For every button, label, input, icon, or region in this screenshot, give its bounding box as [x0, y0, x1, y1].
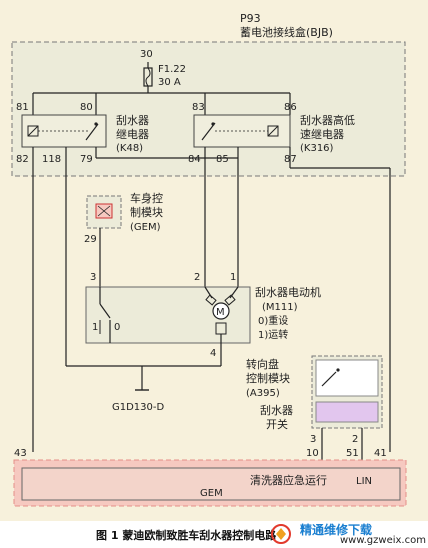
motor-brush-left: [205, 294, 217, 306]
motor-m-label: M: [216, 307, 225, 318]
motor-switch-pos0: 0: [114, 322, 120, 333]
k316-coil-icon: [267, 125, 279, 137]
a395-code: (A395): [246, 388, 280, 399]
bjb-name: 蓄电池接线盒(BJB): [240, 25, 333, 39]
ground-label: G1D130-D: [112, 402, 165, 413]
gem-bottom-lin: LIN: [356, 476, 372, 487]
k48-contact: [85, 123, 99, 141]
k316-code: (K316): [300, 143, 334, 154]
gem-module-name: 车身控: [130, 191, 163, 205]
k48-contact-dot: [94, 122, 98, 126]
a395-pin-3: 3: [310, 434, 316, 445]
motor-pin-2: 2: [194, 272, 200, 283]
wiper-switch-icon: [315, 401, 379, 423]
motor-m-symbol: [212, 302, 230, 320]
k48-name: 刮水器: [116, 113, 149, 127]
fuse-name: F1.22: [158, 64, 186, 75]
k48-pin-79: 79: [80, 154, 93, 165]
k316-body: [193, 114, 291, 148]
fuse-top-pin: 30: [140, 49, 153, 60]
gem-module-code: (GEM): [130, 222, 161, 233]
wiper-switch-name2: 开关: [266, 417, 288, 431]
motor-pin-4: 4: [210, 348, 216, 359]
k316-pin-84: 84: [188, 154, 201, 165]
fuse-element: [145, 67, 151, 87]
k48-pin-118: 118: [42, 154, 61, 165]
gem-module-icon-x2: [97, 205, 111, 217]
gem-pin-51: 51: [346, 448, 359, 459]
a395-module-switch-arm: [321, 371, 337, 387]
k316-coil-slash: [267, 125, 279, 137]
motor-brush-right: [224, 294, 236, 306]
k316-name: 刮水器高低: [300, 113, 355, 127]
a395-name2: 控制模块: [246, 371, 290, 385]
gem-module-name2: 制模块: [130, 206, 163, 219]
k316-pin-86: 86: [284, 102, 297, 113]
a395-name: 转向盘: [246, 357, 279, 371]
wiper-switch-name: 刮水器: [260, 403, 293, 417]
figure-caption-bar: 图 1 蒙迪欧制致胜车刮水器控制电路 精通维修下载 www.gzweix.com: [0, 521, 428, 548]
k48-name2: 继电器: [116, 128, 149, 141]
k316-pin-85: 85: [216, 154, 229, 165]
watermark-logo-icon: [271, 524, 291, 544]
gem-pin-41: 41: [374, 448, 387, 459]
gem-pin-43: 43: [14, 448, 27, 459]
k316-name2: 速继电器: [300, 128, 344, 141]
motor-name: 刮水器电动机: [255, 285, 321, 299]
k48-pin-80: 80: [80, 102, 93, 113]
k48-pin-82: 82: [16, 154, 29, 165]
wiring-diagram: P93 蓄电池接线盒(BJB) 30 F1.22 30 A 81 80 82 1…: [11, 12, 407, 507]
motor-switch-pos1: 1: [92, 322, 98, 333]
a395-pin-2: 2: [352, 434, 358, 445]
fuse-rating: 30 A: [158, 77, 181, 88]
gem-module-pin: 29: [84, 234, 97, 245]
gem-bottom-name: GEM: [200, 488, 223, 499]
watermark-title: 精通维修下载: [300, 523, 373, 537]
k48-pin-81: 81: [16, 102, 29, 113]
motor-lead-1: [229, 286, 239, 299]
gem-pin-10: 10: [306, 448, 319, 459]
gem-bottom-inner: [21, 467, 401, 501]
motor-switch-arm: [99, 303, 111, 319]
k48-code: (K48): [116, 143, 143, 154]
k48-coil-slash: [27, 125, 39, 137]
watermark-url: www.gzweix.com: [340, 535, 426, 546]
a395-module-switch-dot: [336, 368, 340, 372]
a395-module-icon: [315, 359, 379, 397]
k316-contact: [201, 122, 216, 141]
motor-state1: 1)运转: [258, 328, 288, 341]
figure-caption: 图 1 蒙迪欧制致胜车刮水器控制电路: [96, 529, 277, 542]
k316-contact-dot: [211, 122, 215, 126]
motor-code: (M111): [262, 302, 298, 313]
bjb-box: [11, 41, 406, 177]
k316-pin-83: 83: [192, 102, 205, 113]
motor-pin-3: 3: [90, 272, 96, 283]
motor-state0: 0)重设: [258, 314, 288, 327]
gem-bottom-text: 清洗器应急运行: [250, 473, 327, 487]
bjb-id: P93: [240, 12, 261, 25]
motor-pin-1: 1: [230, 272, 236, 283]
